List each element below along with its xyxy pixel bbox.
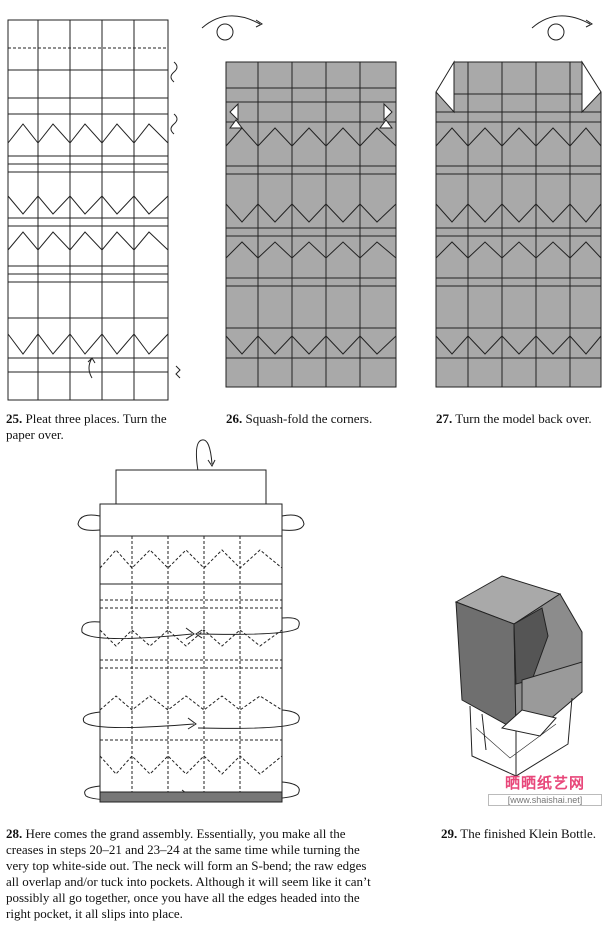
step-26-number: 26.	[226, 411, 243, 426]
step-28-number: 28.	[6, 826, 23, 841]
step-27-diagram	[435, 15, 602, 388]
step-25-caption: 25. Pleat three places. Turn the paper o…	[6, 411, 194, 443]
step-28-caption: 28. Here comes the grand assembly. Essen…	[6, 826, 378, 922]
step-27-number: 27.	[436, 411, 453, 426]
step-29-number: 29.	[441, 826, 458, 841]
step-25-diagram	[7, 19, 181, 401]
watermark-url: [www.shaishai.net]	[488, 794, 602, 806]
step-25-text: Pleat three places. Turn the paper over.	[6, 411, 167, 442]
watermark-brand: 晒晒纸艺网	[504, 775, 585, 792]
step-27-caption: 27. Turn the model back over.	[436, 411, 608, 427]
step-27-text: Turn the model back over.	[455, 411, 592, 426]
step-26-caption: 26. Squash-fold the corners.	[226, 411, 406, 427]
step-26-text: Squash-fold the corners.	[245, 411, 373, 426]
step-26-diagram	[201, 15, 397, 388]
step-28-text: Here comes the grand assembly. Essential…	[6, 826, 371, 921]
watermark: 晒晒纸艺网 [www.shaishai.net]	[488, 772, 602, 806]
step-29-caption: 29. The finished Klein Bottle.	[441, 826, 609, 842]
step-28-diagram	[77, 439, 305, 803]
step-29-diagram	[454, 575, 583, 777]
step-25-number: 25.	[6, 411, 23, 426]
step-29-text: The finished Klein Bottle.	[460, 826, 597, 841]
